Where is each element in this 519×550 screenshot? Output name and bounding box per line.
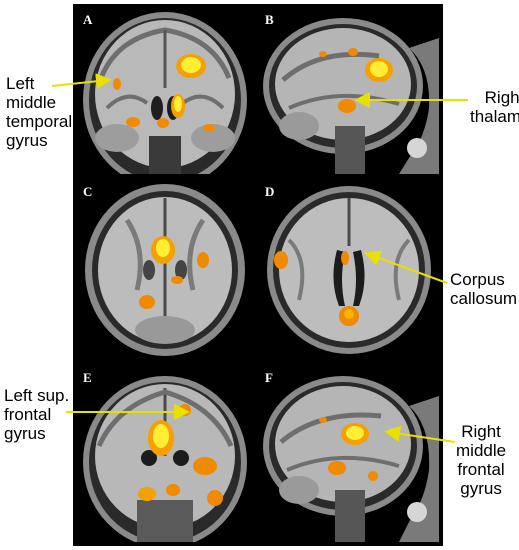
callout-left-middle-temporal-gyrus: Left middle temporal gyrus [6, 74, 73, 150]
panel-d-axial: D [259, 180, 439, 360]
mri-panel-grid: A B [73, 4, 443, 546]
panel-letter-e: E [83, 370, 92, 385]
panel-b-sagittal: B [259, 8, 439, 174]
sagittal-slice-image [263, 376, 439, 542]
panel-c-axial: C [77, 180, 253, 360]
panel-letter-c: C [83, 184, 93, 199]
arrow-left-middle-temporal-gyrus [51, 73, 112, 90]
panel-f-sagittal: F [259, 366, 439, 542]
coronal-slice-image [83, 376, 247, 542]
panel-e-coronal: E [77, 366, 253, 542]
panel-letter-d: D [265, 184, 275, 199]
axial-slice-image [85, 184, 245, 356]
coronal-slice-image [83, 12, 247, 174]
callout-left-sup-frontal-gyrus: Left sup. frontal gyrus [4, 386, 70, 443]
panel-letter-f: F [265, 370, 273, 385]
callout-right-thalamus: Right thalamus [470, 88, 519, 126]
panel-letter-a: A [83, 12, 93, 27]
arrow-right-middle-frontal-gyrus [384, 425, 456, 443]
sagittal-slice-image [263, 18, 439, 174]
panel-a-coronal: A [77, 8, 253, 174]
axial-slice-image [267, 186, 431, 354]
arrow-corpus-callosum [364, 250, 448, 284]
callout-right-middle-frontal-gyrus: Right middle frontal gyrus [456, 422, 507, 498]
panel-letter-b: B [265, 12, 274, 27]
callout-corpus-callosum: Corpus callosum [450, 270, 518, 308]
